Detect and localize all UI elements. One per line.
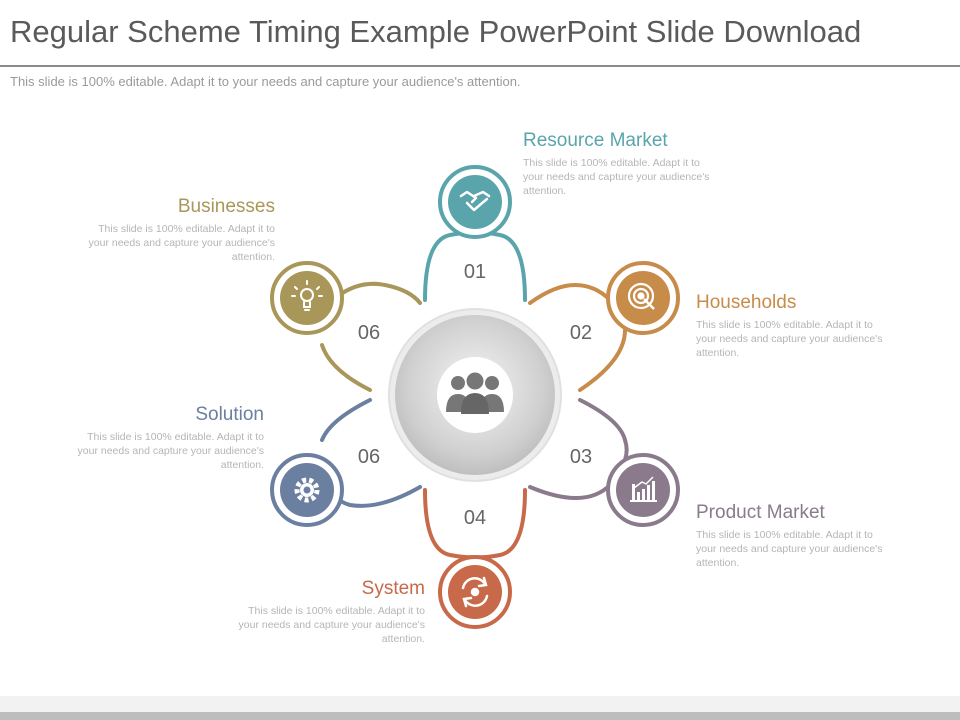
label-households: Households This slide is 100% editable. … [696,292,886,360]
slide-subtitle: This slide is 100% editable. Adapt it to… [10,74,521,89]
handshake-icon [459,190,491,212]
label-text: This slide is 100% editable. Adapt it to… [238,605,425,645]
step-number-02: 02 [569,322,593,344]
step-number-05: 06 [357,446,381,468]
slide-title: Regular Scheme Timing Example PowerPoint… [10,14,862,49]
lightbulb-icon [291,280,323,311]
label-text: This slide is 100% editable. Adapt it to… [77,431,264,471]
label-product-market: Product Market This slide is 100% editab… [696,502,886,570]
step-number-03: 03 [569,446,593,468]
title-divider [0,65,960,67]
footer-rule [0,712,960,720]
bar-chart-icon [630,476,657,502]
step-number-06: 06 [357,322,381,344]
target-icon [627,282,655,310]
label-businesses: Businesses This slide is 100% editable. … [85,196,275,264]
label-title: Resource Market [523,130,668,151]
label-system: System This slide is 100% editable. Adap… [235,578,425,646]
label-title: Solution [195,404,264,425]
gear-icon [294,477,320,503]
label-text: This slide is 100% editable. Adapt it to… [696,319,883,359]
node-system[interactable] [438,555,512,629]
label-text: This slide is 100% editable. Adapt it to… [523,157,710,197]
node-solution[interactable] [270,453,344,527]
label-title: System [361,578,425,599]
connector-02 [528,282,627,392]
label-title: Product Market [696,502,825,523]
connector-06 [320,281,422,392]
node-resource-market[interactable] [438,165,512,239]
label-text: This slide is 100% editable. Adapt it to… [88,223,275,263]
node-households[interactable] [606,261,680,335]
step-number-01: 01 [463,261,487,283]
node-product-market[interactable] [606,453,680,527]
refresh-icon [461,576,489,608]
label-title: Businesses [177,196,275,217]
label-title: Households [696,292,797,313]
label-solution: Solution This slide is 100% editable. Ad… [74,404,264,472]
label-text: This slide is 100% editable. Adapt it to… [696,529,883,569]
label-resource-market: Resource Market This slide is 100% edita… [523,130,713,198]
people-group-icon [446,372,504,414]
node-businesses[interactable] [270,261,344,335]
step-number-04: 04 [463,507,487,529]
